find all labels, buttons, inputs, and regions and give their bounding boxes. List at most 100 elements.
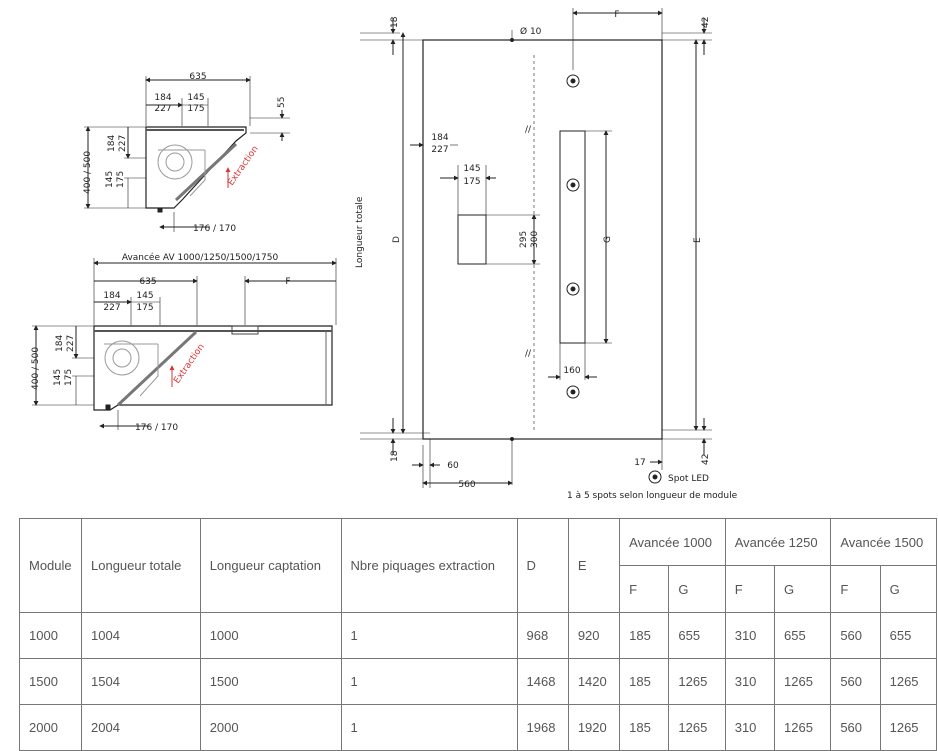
header-F-1000: F [619,565,670,613]
header-module: Module [19,518,82,613]
header-G-1250: G [773,565,832,613]
dim-F: F [614,10,619,20]
longueur-totale-label: Longueur totale [355,196,365,268]
dim-E: E [693,237,703,243]
cell-G-1250: 655 [773,612,832,659]
cell-G-1500: 1265 [879,658,938,705]
dim-227: 227 [103,303,120,313]
cell-G-1250: 1265 [773,658,832,705]
dim-v175: 175 [64,369,74,386]
cell-F-1000: 185 [619,704,670,751]
cell-D: 1468 [516,658,569,705]
cell-G-1000: 655 [668,612,726,659]
dim-18-bottom: 18 [390,450,400,462]
cell-G-1000: 1265 [668,658,726,705]
dim-42-bottom: 42 [701,454,711,465]
dim-635: 635 [139,277,156,287]
cell-E: 920 [567,612,621,659]
table-subheader-row: F G F G F G [20,565,938,613]
cell-longueur-captation: 1000 [199,612,342,659]
cross-section-view-compact-labels: 635 184 227 145 175 55 400 / 500 184 227… [83,72,287,234]
dim-avancee: Avancée AV 1000/1250/1500/1750 [122,252,279,263]
spot-led-icon-1 [566,74,580,88]
dim-160: 160 [563,366,580,376]
cell-E: 1920 [567,704,621,751]
extraction-label: Extraction [226,144,261,187]
spot-led-legend-icon [648,470,662,484]
cell-G-1250: 1265 [773,704,832,751]
dim-phi10: Ø 10 [520,26,542,37]
dim-D: D [392,236,402,243]
header-G-1500: G [879,565,938,613]
cross-section-view-extended-labels: Avancée AV 1000/1250/1500/1750 635 F 184… [31,252,291,433]
header-G-1000: G [668,565,726,613]
dim-184: 184 [154,93,171,103]
table-row: 1500 1504 1500 1 1468 1420 185 1265 310 … [19,658,938,705]
dim-145: 145 [136,291,153,301]
spot-led-icon-3 [566,282,580,296]
break-mark-top: // [525,125,532,135]
cell-module: 1000 [19,612,82,659]
spot-led-label: Spot LED [668,474,709,484]
dim-145: 145 [463,164,480,174]
dim-400-500: 400 / 500 [83,151,93,194]
table-row: 2000 2004 2000 1 1968 1920 185 1265 310 … [19,704,938,751]
cell-nbre: 1 [340,612,518,659]
cell-E: 1420 [567,658,621,705]
cell-G-1500: 1265 [879,704,938,751]
dim-560: 560 [458,480,475,490]
cell-F-1000: 185 [619,658,670,705]
break-mark-bottom: // [525,349,532,359]
header-F-1500: F [830,565,881,613]
table-row: 1000 1004 1000 1 968 920 185 655 310 655… [19,612,938,659]
cell-longueur-totale: 1504 [81,658,201,705]
dim-635: 635 [189,72,206,82]
header-longueur-totale: Longueur totale [81,518,201,613]
dim-G: G [603,236,613,243]
header-avancee-1250: Avancée 1250 [724,518,832,566]
dim-v175: 175 [116,171,126,188]
spot-led-icon-2 [566,178,580,192]
cell-longueur-captation: 2000 [199,704,342,751]
dim-227: 227 [154,104,171,114]
cell-G-1500: 655 [879,612,938,659]
dim-227: 227 [431,145,448,155]
header-F-1250: F [724,565,776,613]
cell-F-1250: 310 [724,704,776,751]
spot-led-icon-4 [566,385,580,399]
dim-v145: 145 [105,171,115,188]
cell-longueur-totale: 1004 [81,612,201,659]
dim-176-170: 176 / 170 [193,224,236,234]
dimensions-table: Module Longueur totale Longueur captatio… [19,518,938,751]
header-E: E [567,518,621,613]
dim-v227: 227 [118,135,128,152]
dim-v227: 227 [66,335,76,352]
header-avancee-1500: Avancée 1500 [830,518,937,566]
header-nbre-piquages: Nbre piquages extraction [340,518,518,613]
cell-F-1250: 310 [724,658,776,705]
table-header-row: Module Longueur totale Longueur captatio… [19,518,937,613]
dim-55: 55 [277,97,287,108]
dim-175: 175 [136,303,153,313]
cell-D: 1968 [516,704,569,751]
cell-module: 1500 [19,658,82,705]
cell-F-1500: 560 [830,658,881,705]
top-view [360,8,712,488]
spot-note: 1 à 5 spots selon longueur de module [567,491,738,501]
dim-145: 145 [187,93,204,103]
cell-F-1500: 560 [830,704,881,751]
cross-section-view-compact [84,76,290,232]
dim-184: 184 [103,291,120,301]
technical-drawing: 635 184 227 145 175 55 400 / 500 184 227… [31,8,738,501]
cell-nbre: 1 [340,658,518,705]
cell-G-1000: 1265 [668,704,726,751]
dim-60: 60 [447,461,459,471]
header-longueur-captation: Longueur captation [199,518,342,613]
dim-184: 184 [431,133,448,143]
cell-longueur-totale: 2004 [81,704,201,751]
header-D: D [516,518,569,613]
dim-18-top: 18 [390,16,400,28]
header-avancee-1000: Avancée 1000 [619,518,726,566]
cell-longueur-captation: 1500 [199,658,342,705]
dim-176-170: 176 / 170 [135,423,178,433]
